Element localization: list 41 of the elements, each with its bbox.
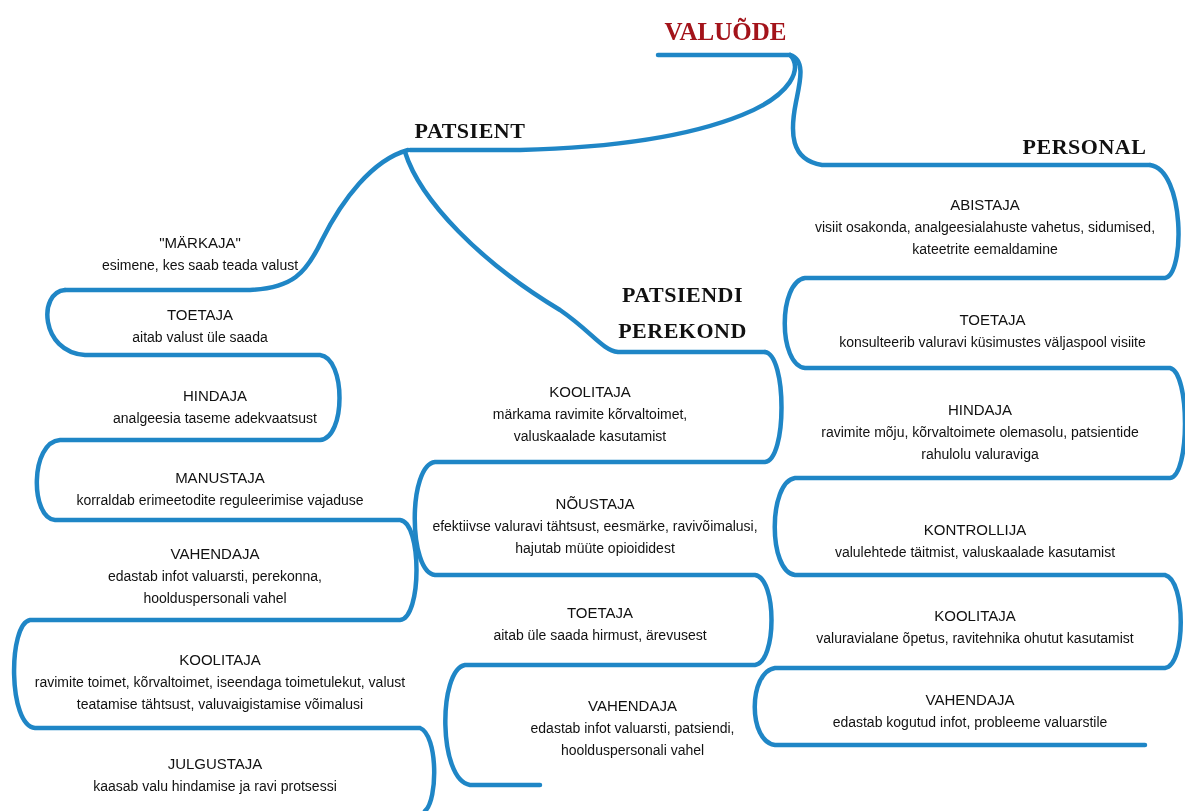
role-title: ABISTAJA [950, 195, 1020, 215]
group-heading: PATSIENDI PEREKOND [617, 280, 748, 345]
role-title: VAHENDAJA [588, 696, 677, 716]
role-description: esimene, kes saab teada valust [101, 256, 299, 275]
role-description: kaasab valu hindamise ja ravi protsessi [93, 777, 337, 796]
role-title: NÕUSTAJA [555, 493, 635, 514]
group-heading: PERSONAL [1022, 132, 1147, 161]
role-title: VAHENDAJA [170, 544, 260, 564]
role-title: KOOLITAJA [934, 606, 1016, 626]
role-title: TOETAJA [566, 603, 634, 623]
connector-line [655, 52, 1153, 168]
role-title: MANUSTAJA [175, 468, 265, 488]
role-description: efektiivse valuravi tähtsust, eesmärke, ravivõimalusi, hajutab müüte opioididest [431, 516, 759, 558]
connector-line [402, 149, 768, 355]
role-description: edastab kogutud infot, probleeme valuarstile [832, 713, 1108, 732]
role-description: korraldab erimeetodite reguleerimise vajaduse [76, 491, 364, 510]
role-description: analgeesia taseme adekvaatsust [113, 409, 317, 428]
role-description: valulehtede täitmist, valuskaalade kasutamist [834, 542, 1116, 562]
role-title: "MÄRKAJA" [159, 233, 241, 253]
connector-line [62, 147, 411, 293]
role-description: edastab infot valuarsti, patsiendi, hoolduspersonali vahel [529, 719, 736, 760]
role-title: HINDAJA [947, 400, 1013, 420]
role-title: KONTROLLIJA [923, 519, 1027, 540]
role-description: visiit osakonda, analgeesialahuste vahetus, sidumised, kateetrite eemaldamine [813, 218, 1157, 259]
role-title: KOOLITAJA [549, 382, 631, 402]
role-title: KOOLITAJA [179, 650, 261, 670]
role-description: aitab üle saada hirmust, ärevusest [493, 626, 707, 645]
role-description: ravimite mõju, kõrvaltoimete olemasolu, patsientide rahulolu valuraviga [820, 423, 1140, 464]
role-title: VAHENDAJA [925, 690, 1015, 710]
role-description: aitab valust üle saada [132, 327, 268, 347]
role-description: ravimite toimet, kõrvaltoimet, iseendaga toimetulekut, valust teatamise tähtsust, valuvaigistamise võimalusi [33, 673, 407, 714]
role-title: JULGUSTAJA [167, 754, 263, 774]
role-title: TOETAJA [959, 309, 1026, 330]
role-description: konsulteerib valuravi küsimustes väljaspool visiite [839, 332, 1146, 352]
role-title: HINDAJA [182, 386, 248, 406]
role-description: märkama ravimite kõrvaltoimet, valuskaalade kasutamist [491, 405, 689, 446]
diagram-heading: VALUÕDE [664, 16, 787, 47]
role-description: valuravialane õpetus, ravitehnika ohutut kasutamist [816, 629, 1134, 648]
role-title: TOETAJA [166, 304, 234, 325]
role-description: edastab infot valuarsti, perekonna, hoolduspersonali vahel [107, 567, 323, 608]
group-heading: PATSIENT [414, 117, 526, 145]
